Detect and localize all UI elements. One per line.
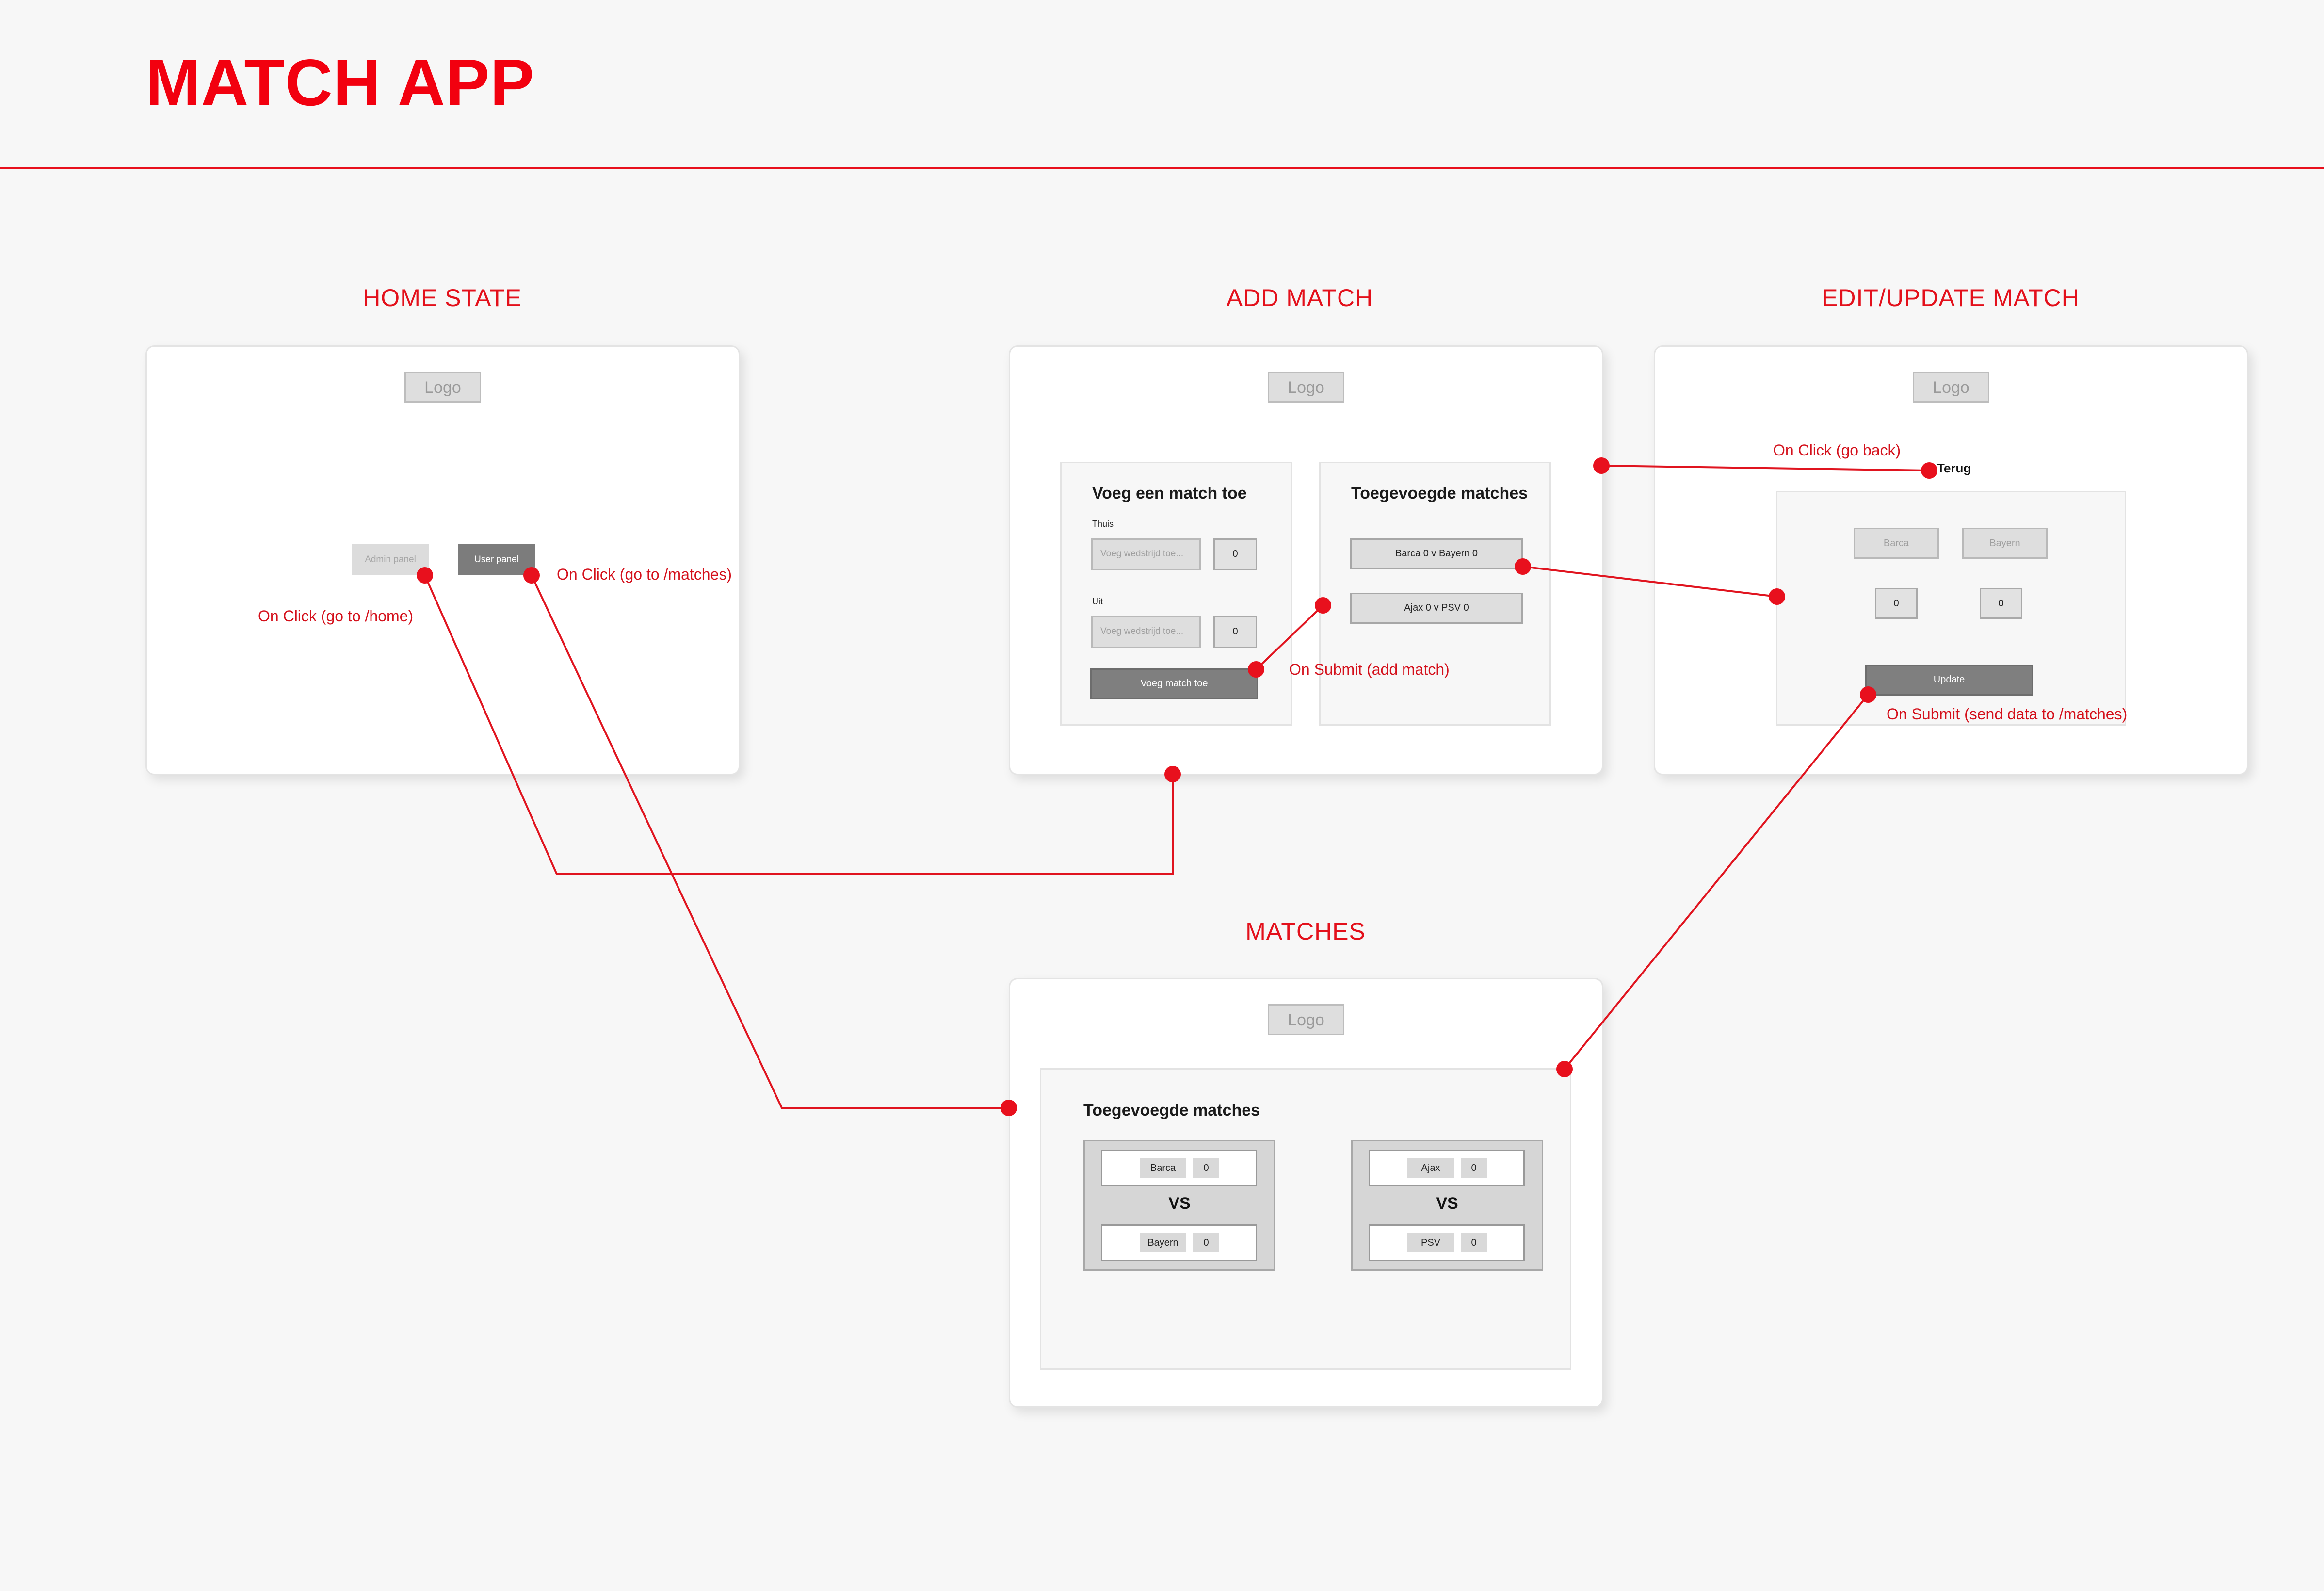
user-panel-button[interactable]: User panel: [458, 544, 535, 575]
connector-node: [1515, 558, 1531, 575]
connector-node: [1164, 766, 1181, 782]
connector-node: [1593, 457, 1610, 474]
edit-away-score-field[interactable]: 0: [1980, 588, 2022, 619]
match-card-away-team: Bayern: [1140, 1233, 1186, 1252]
connector-node: [1921, 462, 1937, 479]
added-matches-title: Toegevoegde matches: [1351, 484, 1528, 503]
section-title-matches: MATCHES: [1245, 918, 1366, 945]
section-title-edit: EDIT/UPDATE MATCH: [1822, 284, 2080, 311]
connector-node: [1248, 661, 1264, 678]
connector-back: [1601, 465, 1930, 471]
connector-node: [1860, 686, 1876, 703]
connector-submit-to-list: [1255, 604, 1324, 670]
away-team-input[interactable]: Voeg wedstrijd toe...: [1091, 616, 1201, 648]
add-match-form-title: Voeg een match toe: [1092, 484, 1247, 503]
add-match-submit-button[interactable]: Voeg match toe: [1090, 668, 1258, 699]
match-card-away-score: 0: [1193, 1233, 1219, 1252]
connector-node: [1001, 1100, 1017, 1116]
match-card-home-score: 0: [1193, 1158, 1219, 1178]
annotation-go-matches: On Click (go to /matches): [557, 566, 732, 583]
match-card-home-team: Ajax: [1407, 1158, 1454, 1178]
edit-home-team-field[interactable]: Barca: [1854, 528, 1939, 559]
match-card-home-team: Barca: [1140, 1158, 1186, 1178]
match-card-away-score: 0: [1461, 1233, 1487, 1252]
edit-home-score-field[interactable]: 0: [1875, 588, 1918, 619]
connector-node: [417, 567, 433, 584]
match-card-away-team: PSV: [1407, 1233, 1454, 1252]
section-title-home: HOME STATE: [363, 284, 522, 311]
match-card-vs: VS: [1436, 1194, 1458, 1213]
edit-match-logo: Logo: [1913, 372, 1989, 403]
match-list-item[interactable]: Ajax 0 v PSV 0: [1350, 593, 1523, 624]
annotation-go-home: On Click (go to /home): [258, 607, 414, 625]
connector-node: [1315, 597, 1331, 614]
match-card-vs: VS: [1168, 1194, 1191, 1213]
update-button[interactable]: Update: [1865, 665, 2033, 696]
home-logo: Logo: [404, 372, 481, 403]
annotation-submit-send: On Submit (send data to /matches): [1887, 705, 2128, 723]
app-title: MATCH APP: [145, 46, 535, 119]
connector-node: [1556, 1061, 1573, 1077]
matches-logo: Logo: [1268, 1004, 1344, 1035]
add-match-logo: Logo: [1268, 372, 1344, 403]
away-team-label: Uit: [1092, 597, 1103, 606]
connector-update-to-matches: [1564, 694, 1869, 1070]
connector-match-to-edit: [1522, 566, 1777, 598]
away-score-input[interactable]: 0: [1213, 616, 1257, 648]
home-team-input[interactable]: Voeg wedstrijd toe...: [1091, 538, 1201, 570]
section-title-add: ADD MATCH: [1226, 284, 1373, 311]
home-team-label: Thuis: [1092, 519, 1114, 529]
annotation-submit-add: On Submit (add match): [1289, 661, 1450, 678]
edit-away-team-field[interactable]: Bayern: [1962, 528, 2048, 559]
match-card-home-score: 0: [1461, 1158, 1487, 1178]
header-divider: [0, 167, 2324, 169]
home-frame: [145, 345, 740, 775]
connector-user-to-matches: [531, 575, 1009, 1109]
matches-panel-title: Toegevoegde matches: [1083, 1101, 1260, 1120]
home-score-input[interactable]: 0: [1213, 538, 1257, 570]
connector-node: [1769, 588, 1785, 605]
connector-node: [523, 567, 540, 584]
annotation-go-back: On Click (go back): [1773, 441, 1901, 459]
admin-panel-button[interactable]: Admin panel: [352, 544, 429, 575]
match-list-item[interactable]: Barca 0 v Bayern 0: [1350, 538, 1523, 569]
back-link[interactable]: Terug: [1937, 461, 1971, 475]
connector-admin-to-add: [424, 575, 1174, 875]
